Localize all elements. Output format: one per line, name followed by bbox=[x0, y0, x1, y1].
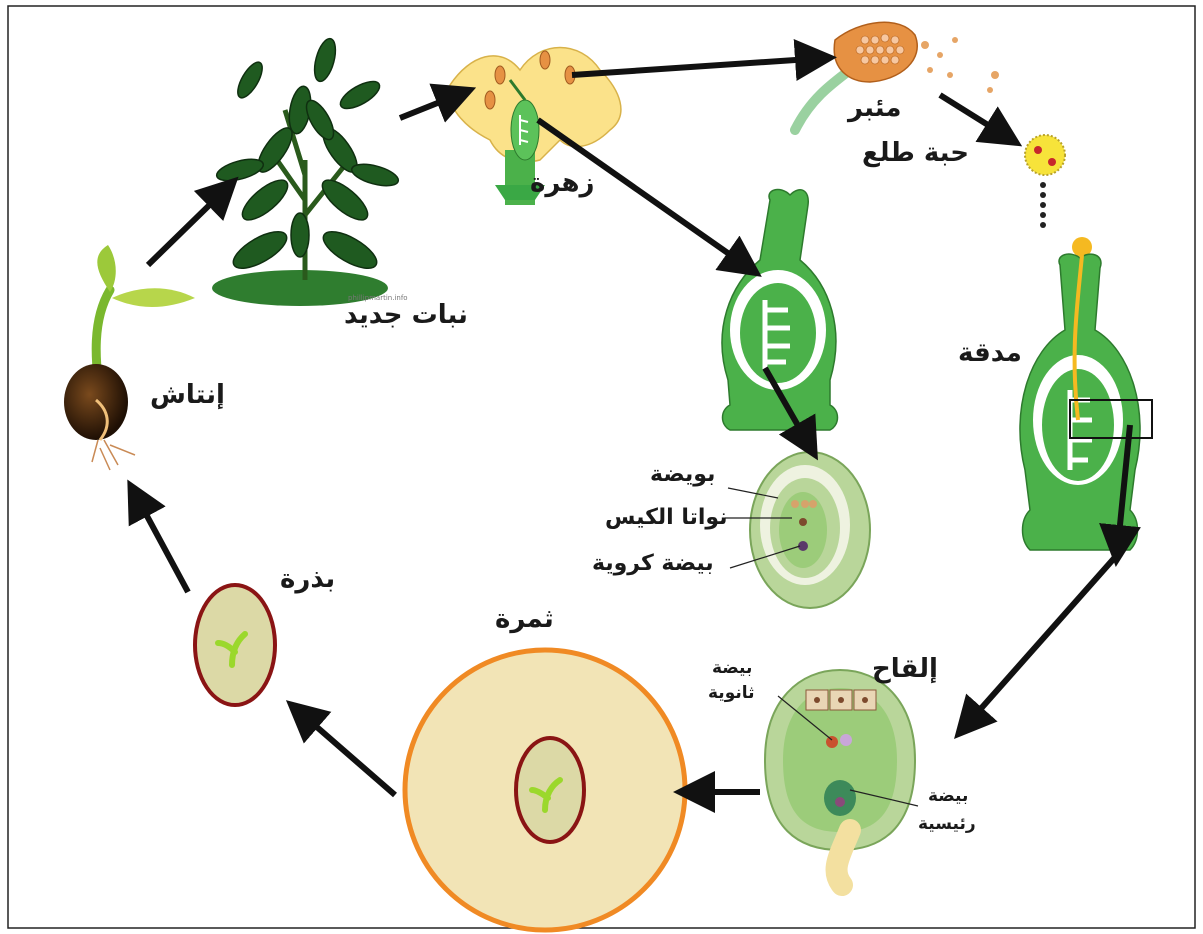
label-germination: إنتاش bbox=[150, 382, 225, 408]
label-sac-nuclei: نواتا الكيس bbox=[605, 507, 727, 529]
label-seed: بذرة bbox=[280, 566, 335, 592]
ovule-icon bbox=[750, 452, 870, 608]
label-ovule: بويضة bbox=[650, 464, 715, 486]
label-stamen: مئبر bbox=[848, 95, 902, 121]
label-fruit: ثمرة bbox=[495, 606, 554, 632]
label-pistil: مدقة bbox=[958, 340, 1022, 366]
label-new-plant: نبات جديد bbox=[344, 302, 468, 328]
label-flower: زهرة bbox=[530, 170, 595, 196]
label-main-egg-2: رئيسية bbox=[918, 816, 976, 833]
label-fertilization: إلقاح bbox=[872, 656, 938, 682]
label-main-egg-1: بيضة bbox=[928, 788, 968, 805]
label-secondary-egg-1: بيضة bbox=[712, 660, 752, 677]
seed-icon bbox=[195, 585, 275, 705]
label-secondary-egg-2: ثانوية bbox=[708, 685, 755, 702]
fruit-icon bbox=[405, 650, 685, 930]
label-pollen: حبة طلع bbox=[862, 140, 969, 166]
label-spherical-egg: بيضة كروية bbox=[592, 553, 714, 575]
